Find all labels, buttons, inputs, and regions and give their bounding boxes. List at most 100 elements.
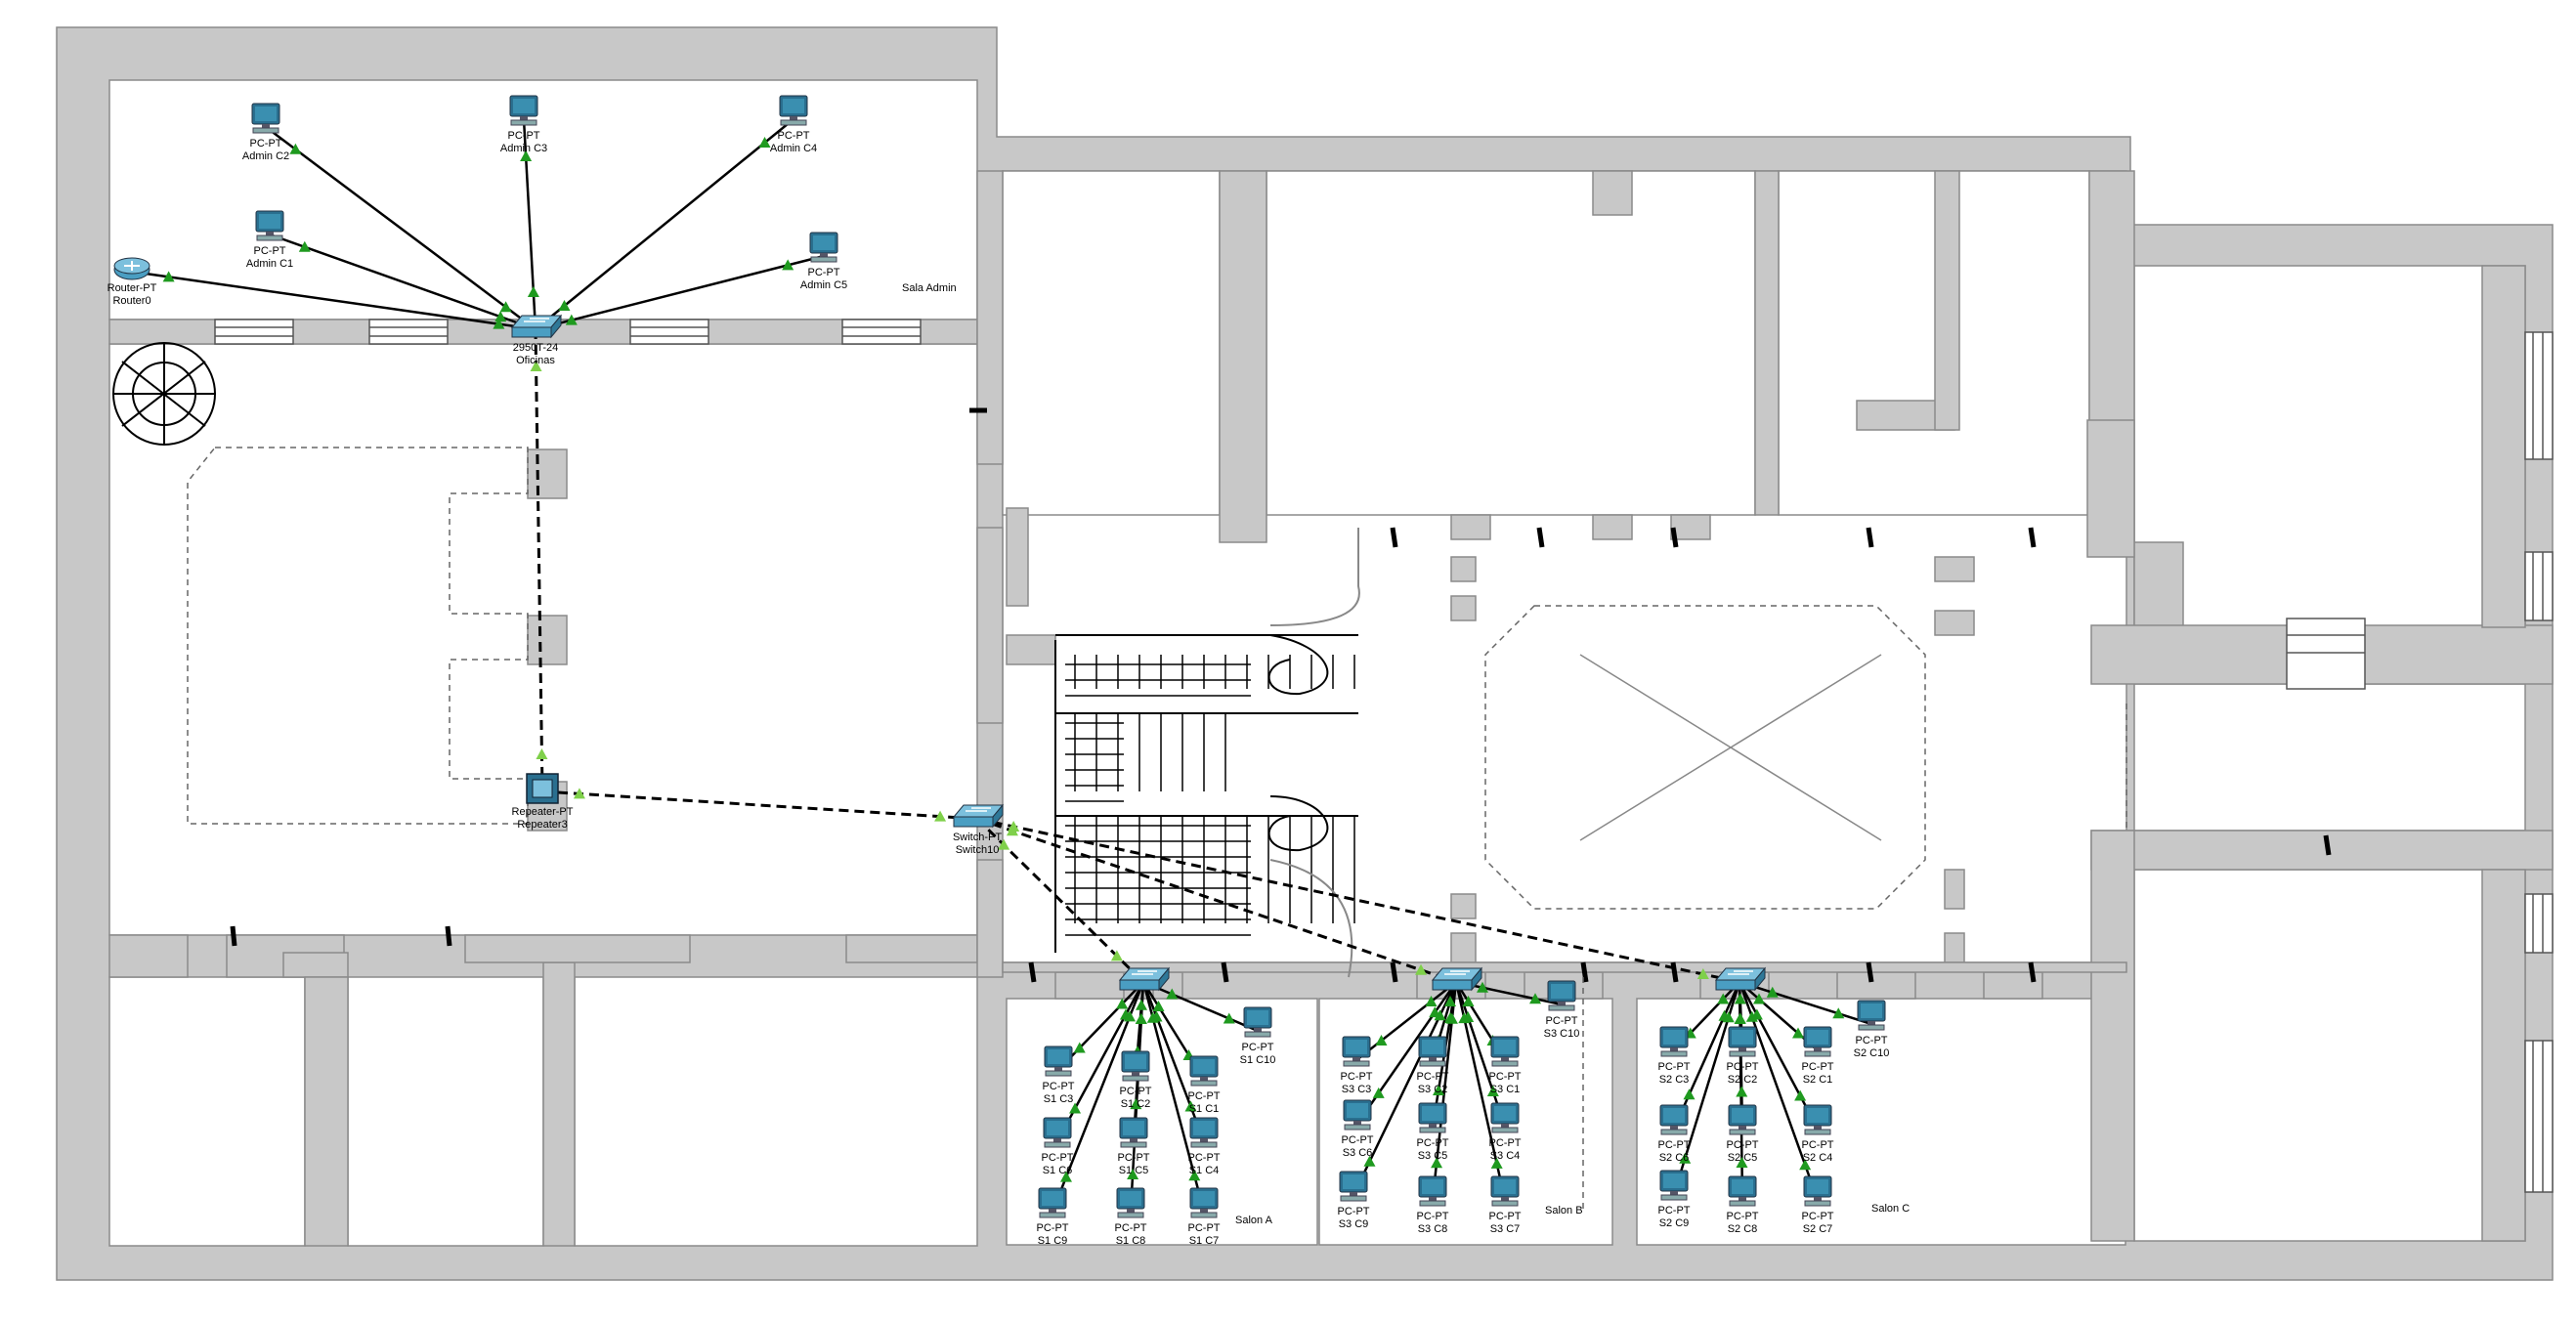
pc-device[interactable]: PC-PTS1 C4 — [1188, 1118, 1221, 1176]
pc-device[interactable]: PC-PTS3 C1 — [1489, 1037, 1522, 1095]
pc-device[interactable]: PC-PTS2 C7 — [1802, 1176, 1834, 1235]
pc-icon — [1804, 1105, 1831, 1134]
device-type-label: PC-PT — [1342, 1134, 1374, 1146]
pc-icon — [1344, 1100, 1371, 1130]
device-name-label: S2 C7 — [1803, 1223, 1833, 1235]
pc-icon — [1660, 1105, 1688, 1134]
pc-device[interactable]: PC-PTS2 C9 — [1658, 1171, 1691, 1229]
router-device[interactable]: Router-PTRouter0 — [107, 258, 157, 307]
pc-icon — [1804, 1176, 1831, 1206]
pc-icon — [1419, 1037, 1446, 1066]
device-type-label: PC-PT — [1188, 1222, 1221, 1234]
pc-icon — [1419, 1176, 1446, 1206]
device-name-label: S2 C4 — [1803, 1152, 1833, 1164]
device-type-label: PC-PT — [1338, 1206, 1370, 1217]
pc-icon — [1190, 1056, 1218, 1086]
pc-device[interactable]: PC-PTS3 C9 — [1338, 1172, 1370, 1230]
pc-device[interactable]: PC-PTS2 C5 — [1727, 1105, 1759, 1164]
pc-device[interactable]: PC-PTS1 C7 — [1188, 1188, 1221, 1247]
pc-device[interactable]: PC-PTS1 C1 — [1188, 1056, 1221, 1115]
pc-icon — [1804, 1027, 1831, 1056]
pc-icon — [780, 96, 807, 125]
device-name-label: S1 C8 — [1116, 1235, 1146, 1247]
pc-icon — [510, 96, 537, 125]
device-type-label: PC-PT — [1037, 1222, 1069, 1234]
pc-device[interactable]: PC-PTS3 C3 — [1341, 1037, 1373, 1095]
device-type-label: PC-PT — [1417, 1071, 1449, 1083]
pc-icon — [1122, 1051, 1149, 1081]
pc-device[interactable]: PC-PTS3 C6 — [1342, 1100, 1374, 1159]
device-type-label: PC-PT — [1043, 1081, 1075, 1092]
device-type-label: PC-PT — [1188, 1152, 1221, 1164]
device-type-label: PC-PT — [1042, 1152, 1074, 1164]
device-type-label: PC-PT — [254, 245, 286, 257]
switch-device[interactable] — [1433, 968, 1481, 990]
pc-device[interactable]: PC-PTS3 C8 — [1417, 1176, 1449, 1235]
device-name-label: Admin C2 — [242, 150, 289, 162]
device-name-label: S2 C10 — [1854, 1047, 1890, 1059]
pc-icon — [1190, 1118, 1218, 1147]
device-name-label: S2 C8 — [1728, 1223, 1758, 1235]
device-type-label: PC-PT — [1417, 1137, 1449, 1149]
device-type-label: PC-PT — [1856, 1035, 1888, 1046]
pc-icon — [252, 104, 279, 133]
room-label-salon-b: Salon B — [1545, 1205, 1583, 1216]
device-name-label: S2 C1 — [1803, 1074, 1833, 1086]
pc-icon — [1039, 1188, 1066, 1217]
pc-device[interactable]: PC-PTS3 C7 — [1489, 1176, 1522, 1235]
pc-icon — [1117, 1188, 1144, 1217]
pc-device[interactable]: PC-PTS1 C8 — [1115, 1188, 1147, 1247]
pc-device[interactable]: PC-PTS2 C8 — [1727, 1176, 1759, 1235]
switch-device[interactable] — [1716, 968, 1765, 990]
device-name-label: S1 C3 — [1044, 1093, 1074, 1105]
device-type-label: PC-PT — [1658, 1205, 1691, 1216]
spiral-stair — [113, 343, 215, 445]
pc-icon — [1120, 1118, 1147, 1147]
device-type-label: PC-PT — [1802, 1139, 1834, 1151]
pc-device[interactable]: PC-PTS3 C10 — [1544, 981, 1580, 1040]
switch-icon — [512, 316, 561, 337]
pc-device[interactable]: PC-PTS3 C5 — [1417, 1103, 1449, 1162]
pc-device[interactable]: PC-PTS1 C3 — [1043, 1046, 1075, 1105]
device-name-label: S3 C5 — [1418, 1150, 1448, 1162]
pc-device[interactable]: PC-PTS1 C10 — [1240, 1007, 1276, 1066]
device-name-label: Admin C4 — [770, 143, 817, 154]
device-type-label: PC-PT — [508, 130, 540, 142]
pc-device[interactable]: PC-PTS1 C9 — [1037, 1188, 1069, 1247]
device-name-label: S2 C2 — [1728, 1074, 1758, 1086]
pc-device[interactable]: PC-PTS2 C3 — [1658, 1027, 1691, 1086]
pc-device[interactable]: PC-PTS2 C6 — [1658, 1105, 1691, 1164]
switch-icon — [954, 805, 1003, 827]
device-type-label: PC-PT — [1546, 1015, 1578, 1027]
device-name-label: S1 C1 — [1189, 1103, 1220, 1115]
pc-device[interactable]: PC-PTS2 C2 — [1727, 1027, 1759, 1086]
pc-icon — [1045, 1046, 1072, 1076]
device-name-label: S3 C1 — [1490, 1084, 1521, 1095]
device-name-label: S3 C6 — [1343, 1147, 1373, 1159]
pc-device[interactable]: PC-PTS3 C2 — [1417, 1037, 1449, 1095]
device-name-label: Admin C5 — [800, 279, 847, 291]
device-type-label: PC-PT — [1120, 1086, 1152, 1097]
pc-device[interactable]: PC-PTS1 C5 — [1118, 1118, 1150, 1176]
device-name-label: S1 C2 — [1121, 1098, 1151, 1110]
pc-device[interactable]: PC-PTS1 C6 — [1042, 1118, 1074, 1176]
pc-device[interactable]: PC-PTS2 C1 — [1802, 1027, 1834, 1086]
device-type-label: PC-PT — [1188, 1090, 1221, 1102]
pc-device[interactable]: PC-PTS3 C4 — [1489, 1103, 1522, 1162]
pc-icon — [1419, 1103, 1446, 1132]
device-type-label: PC-PT — [1727, 1211, 1759, 1222]
pc-icon — [1729, 1105, 1756, 1134]
device-type-label: Router-PT — [107, 282, 157, 294]
pc-device[interactable]: PC-PTS1 C2 — [1120, 1051, 1152, 1110]
device-name-label: S3 C8 — [1418, 1223, 1448, 1235]
device-name-label: S1 C7 — [1189, 1235, 1220, 1247]
room-label-salon-a: Salon A — [1235, 1215, 1273, 1226]
pc-device[interactable]: PC-PTS2 C4 — [1802, 1105, 1834, 1164]
switch-device[interactable] — [1120, 968, 1169, 990]
room-label-salon-c: Salon C — [1871, 1203, 1910, 1215]
device-name-label: S3 C10 — [1544, 1028, 1580, 1040]
router-icon — [114, 258, 150, 279]
pc-device[interactable]: PC-PTS2 C10 — [1854, 1001, 1890, 1059]
device-name-label: S2 C3 — [1659, 1074, 1690, 1086]
device-type-label: PC-PT — [1489, 1071, 1522, 1083]
